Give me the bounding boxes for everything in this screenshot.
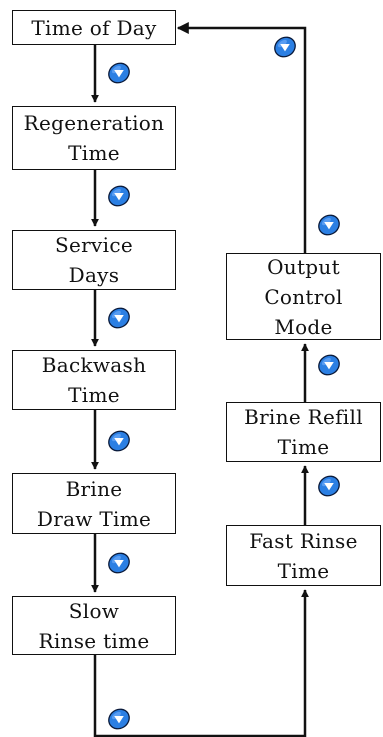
step-label-line: Draw Time <box>36 506 152 531</box>
step-label-line: Fast Rinse <box>249 528 358 553</box>
step-time-of-day: Time of Day <box>12 10 176 45</box>
step-brine-refill-time: Brine Refill Time <box>226 402 381 462</box>
connector-slow-rinse-to-fast-rinse <box>93 589 309 737</box>
down-arrow-button-icon <box>106 550 132 576</box>
step-label-line: Time <box>68 383 120 407</box>
down-arrow-button-icon <box>272 34 298 60</box>
step-label-line: Regeneration <box>23 111 165 135</box>
step-label-line: Brine Refill <box>244 405 363 429</box>
step-label-line: Time <box>277 558 330 583</box>
step-slow-rinse-time: Slow Rinse time <box>12 596 176 655</box>
step-label-line: Backwash <box>41 353 147 377</box>
down-arrow-button-icon <box>316 212 342 238</box>
down-arrow-button-icon <box>106 305 132 331</box>
step-output-control-mode: Output Control Mode <box>226 253 381 340</box>
step-label-line: Control <box>264 284 343 309</box>
step-service-days: Service Days <box>12 230 176 290</box>
step-label-line: Service <box>55 233 133 257</box>
step-label-line: Output <box>267 254 340 279</box>
step-regeneration-time: Regeneration Time <box>12 106 176 170</box>
down-arrow-button-icon <box>316 352 342 378</box>
step-label-line: Brine <box>65 476 123 501</box>
step-label-line: Mode <box>274 314 333 339</box>
step-backwash-time: Backwash Time <box>12 350 176 410</box>
step-label-line: Rinse time <box>38 628 150 653</box>
down-arrow-button-icon <box>316 473 342 499</box>
step-brine-draw-time: Brine Draw Time <box>12 473 176 534</box>
step-label-line: Time <box>68 141 120 165</box>
down-arrow-button-icon <box>106 60 132 86</box>
step-label-line: Time of Day <box>31 15 157 40</box>
step-label-line: Slow <box>68 598 120 623</box>
step-label-line: Time <box>277 435 330 459</box>
down-arrow-button-icon <box>106 706 132 732</box>
step-label-line: Days <box>68 263 120 287</box>
down-arrow-button-icon <box>106 183 132 209</box>
down-arrow-button-icon <box>106 428 132 454</box>
step-fast-rinse-time: Fast Rinse Time <box>226 525 381 586</box>
connector-output-control-to-time-of-day <box>176 22 307 253</box>
